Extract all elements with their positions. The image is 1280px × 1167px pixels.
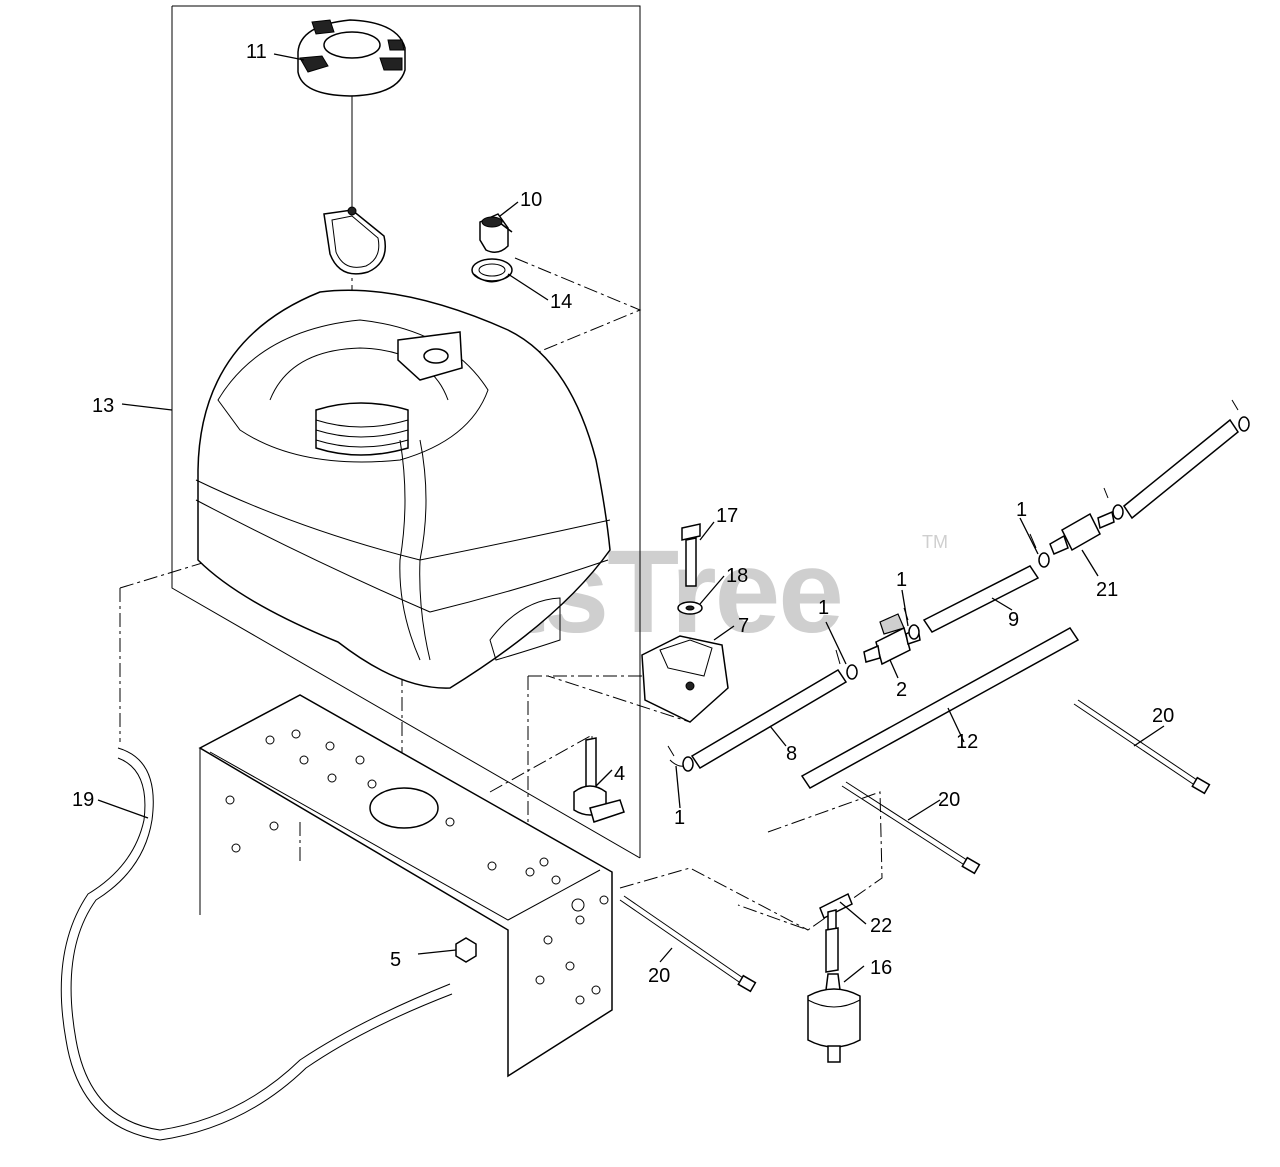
callout-13: 13 bbox=[92, 395, 114, 417]
vent-fitting bbox=[479, 213, 513, 253]
callout-11: 11 bbox=[246, 41, 267, 63]
fuel-hose-12 bbox=[800, 627, 1080, 789]
pump-bracket bbox=[641, 635, 729, 723]
callout-5: 5 bbox=[390, 949, 401, 971]
callout-21: 21 bbox=[1096, 579, 1118, 601]
callout-1-c: 1 bbox=[1016, 499, 1027, 521]
fuel-hose-top bbox=[1122, 418, 1240, 520]
leader-lines bbox=[97, 53, 1165, 983]
callout-1-b: 1 bbox=[896, 569, 907, 591]
fuel-hose-19 bbox=[60, 747, 453, 1141]
callout-9: 9 bbox=[1008, 609, 1019, 631]
callout-20-right: 20 bbox=[1152, 705, 1174, 727]
grommet bbox=[471, 258, 513, 283]
callout-12: 12 bbox=[956, 731, 978, 753]
callout-1-a: 1 bbox=[818, 597, 829, 619]
hex-nut bbox=[455, 937, 477, 963]
washer bbox=[677, 601, 703, 615]
callout-16: 16 bbox=[870, 957, 892, 979]
callout-7: 7 bbox=[738, 615, 749, 637]
callout-19: 19 bbox=[72, 789, 94, 811]
fuel-hose-9 bbox=[922, 565, 1040, 633]
cable-tie-right bbox=[1073, 699, 1211, 795]
fuel-tank bbox=[195, 289, 611, 689]
cable-tie-center bbox=[841, 781, 981, 875]
tank-outlet-fitting bbox=[573, 737, 625, 823]
chassis-frame bbox=[198, 694, 613, 1078]
callout-1-d: 1 bbox=[674, 807, 685, 829]
inline-fuel-filter bbox=[1049, 510, 1115, 555]
tank-panel-outline bbox=[171, 5, 641, 859]
callout-10: 10 bbox=[520, 189, 542, 211]
callout-2: 2 bbox=[896, 679, 907, 701]
callout-14: 14 bbox=[550, 291, 572, 313]
bolt bbox=[681, 523, 701, 587]
callout-8: 8 bbox=[786, 743, 797, 765]
shutoff-valve bbox=[863, 613, 921, 666]
hose-clamps bbox=[667, 399, 1250, 772]
watermark-trademark: TM bbox=[922, 532, 948, 552]
callout-20-left: 20 bbox=[648, 965, 670, 987]
tee-fitting bbox=[819, 892, 853, 973]
fuel-filter bbox=[807, 973, 861, 1063]
fuel-hose-8 bbox=[690, 668, 848, 770]
callout-18: 18 bbox=[726, 565, 748, 587]
callout-20-center: 20 bbox=[938, 789, 960, 811]
cap-tether-gasket bbox=[323, 206, 386, 275]
fuel-cap bbox=[297, 19, 406, 212]
callout-22: 22 bbox=[870, 915, 892, 937]
callout-17: 17 bbox=[716, 505, 738, 527]
cable-tie-left bbox=[619, 895, 757, 993]
callout-4: 4 bbox=[614, 763, 625, 785]
callout-labels: 11 10 14 13 17 18 7 1 1 1 1 21 9 2 8 12 … bbox=[72, 41, 1174, 987]
